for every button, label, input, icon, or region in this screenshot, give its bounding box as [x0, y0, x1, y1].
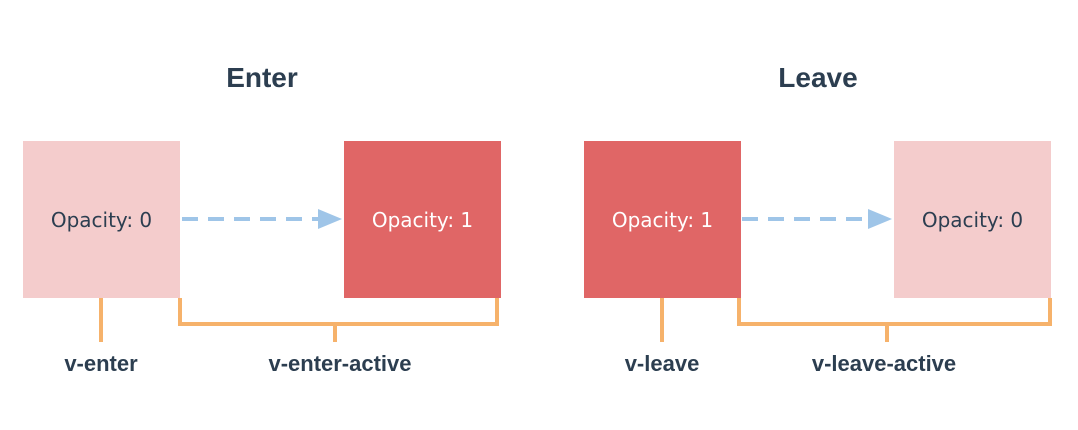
leave-end-opacity-text: Opacity: 0: [921, 207, 1024, 232]
leave-title: Leave: [778, 62, 858, 93]
v-enter-label: v-enter: [64, 351, 138, 376]
enter-end-box: Opacity: 1: [344, 141, 501, 298]
leave-start-opacity-text: Opacity: 1: [611, 207, 714, 232]
enter-start-opacity-text: Opacity: 0: [50, 207, 153, 232]
leave-arrow-head: [868, 209, 892, 229]
v-leave-active-bracket: [737, 298, 1052, 326]
enter-title: Enter: [226, 62, 298, 93]
enter-start-box: Opacity: 0: [23, 141, 180, 298]
leave-start-box: Opacity: 1: [584, 141, 741, 298]
v-enter-active-label: v-enter-active: [268, 351, 412, 376]
leave-end-box: Opacity: 0: [894, 141, 1051, 298]
v-leave-active-label: v-leave-active: [811, 351, 957, 376]
v-enter-active-bracket: [178, 298, 499, 326]
v-leave-label: v-leave: [624, 351, 700, 376]
enter-arrow-head: [318, 209, 342, 229]
enter-end-opacity-text: Opacity: 1: [371, 207, 474, 232]
